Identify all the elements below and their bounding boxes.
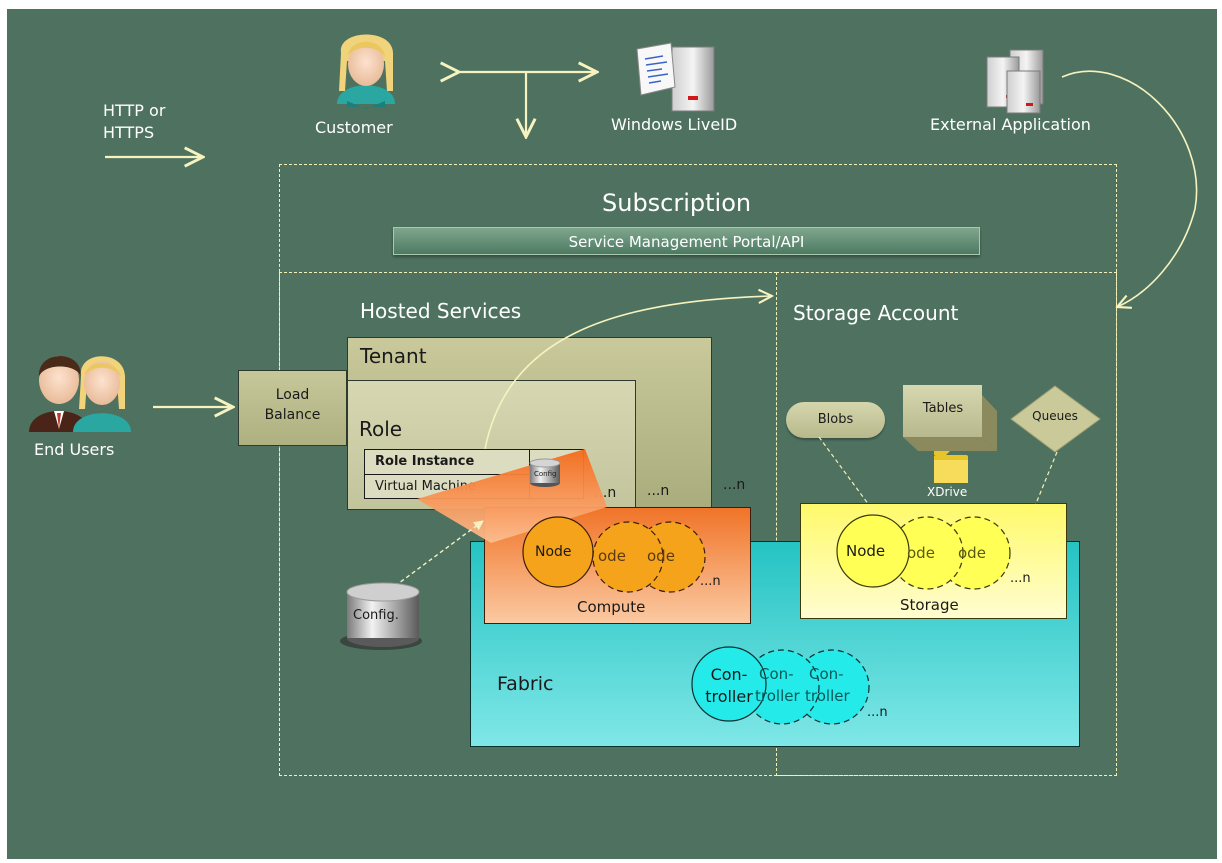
fabric-controllers xyxy=(691,646,870,725)
role-instance-config-icon xyxy=(529,458,561,487)
blobs-shape[interactable] xyxy=(786,402,885,438)
controller-partial-label-line1: Con- xyxy=(759,665,794,683)
config-link xyxy=(384,520,484,596)
end-users-people-icon xyxy=(29,356,131,432)
ellipsis-role-2: ...n xyxy=(647,483,670,499)
storage-account-title: Storage Account xyxy=(793,301,959,325)
controller-partial-label-line3: Con- xyxy=(809,665,844,683)
tenant-label: Tenant xyxy=(360,344,427,368)
config-cylinder-label: Config. xyxy=(353,608,399,623)
storage-nodes xyxy=(836,514,1011,590)
tables-label: Tables xyxy=(922,401,964,416)
portal-label: Service Management Portal/API xyxy=(568,233,805,251)
role-instance-divider-h xyxy=(365,474,529,475)
compute-node-label-2: ode xyxy=(598,547,626,565)
customer-label: Customer xyxy=(315,118,393,137)
xdrive-label: XDrive xyxy=(927,485,968,499)
protocol-label-line1: HTTP or xyxy=(103,101,166,120)
config-cylinder-icon xyxy=(340,582,422,650)
role-to-storage-arrow xyxy=(484,296,772,450)
controller-label-line1: Con- xyxy=(710,665,748,684)
blobs-label: Blobs xyxy=(817,412,854,427)
service-management-portal-bar: Service Management Portal/API xyxy=(393,227,980,255)
queues-label: Queues xyxy=(1032,409,1078,423)
load-balance-box xyxy=(238,370,347,446)
external-app-server-cluster-icon xyxy=(986,49,1044,114)
customer-person-icon xyxy=(337,34,395,109)
storage-account-boundary xyxy=(776,272,1117,776)
load-balance-label-line2: Balance xyxy=(264,407,321,423)
diagram-overlay xyxy=(29,34,1198,725)
blobs-to-xdrive xyxy=(818,436,878,517)
end-users-label: End Users xyxy=(34,440,115,459)
controller-partial-label-line4: troller xyxy=(805,687,850,705)
compute-ellipsis: ...n xyxy=(700,574,721,589)
xdrive-folder-icon xyxy=(934,451,968,483)
compute-label: Compute xyxy=(577,598,646,616)
protocol-label-line2: HTTPS xyxy=(103,123,155,142)
storage-ellipsis: ...n xyxy=(1010,571,1031,586)
external-to-storage-arrow xyxy=(1061,70,1198,307)
storage-node-label: Node xyxy=(846,542,886,560)
controller-partial-label-line2: troller xyxy=(755,687,800,705)
external-application-label: External Application xyxy=(930,115,1091,134)
subscription-title: Subscription xyxy=(602,189,752,217)
controller-label-line2: troller xyxy=(705,687,753,706)
storage-node-label-2: ode xyxy=(907,544,935,562)
role-label: Role xyxy=(359,417,403,441)
diagram-canvas: HTTP or HTTPS Customer Windows LiveID Ex… xyxy=(7,9,1217,859)
fabric-ellipsis: ...n xyxy=(867,705,888,720)
liveid-label: Windows LiveID xyxy=(611,115,738,134)
tables-shape xyxy=(903,385,997,451)
customer-liveid-arrow xyxy=(459,72,597,137)
compute-nodes xyxy=(522,516,706,593)
ellipsis-tenant: ...n xyxy=(723,477,746,493)
compute-node-label-3: ode xyxy=(647,547,675,565)
hosted-services-title: Hosted Services xyxy=(360,299,522,323)
compute-node-label: Node xyxy=(535,544,572,560)
storage-label: Storage xyxy=(900,596,959,614)
queues-to-xdrive xyxy=(1034,451,1058,507)
role-instance-config-label: Config xyxy=(534,470,557,478)
liveid-server-icon xyxy=(636,42,715,112)
load-balance-label-line1: Load xyxy=(275,387,310,403)
role-instance-label: Role Instance xyxy=(375,454,475,469)
queues-shape xyxy=(1010,385,1101,453)
fabric-label: Fabric xyxy=(497,673,554,695)
storage-node-label-3: ode xyxy=(958,544,986,562)
